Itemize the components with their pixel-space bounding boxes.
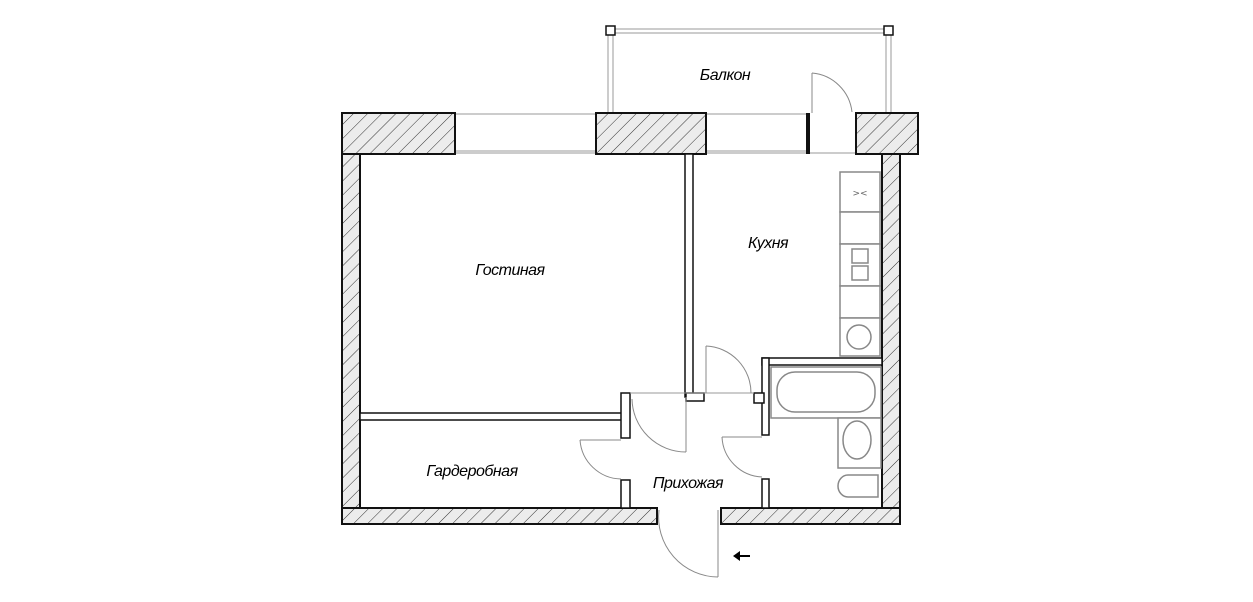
interior-doors <box>579 345 763 578</box>
balcony <box>605 25 894 113</box>
burner-icon <box>851 265 869 281</box>
exterior-walls <box>341 112 919 525</box>
counter <box>839 211 881 245</box>
burner-icon <box>851 248 869 264</box>
room-label-hallway: Прихожая <box>653 475 724 492</box>
kitchen-fixtures: >< <box>839 171 881 357</box>
balcony-corner-post <box>605 25 616 36</box>
svg-text:><: >< <box>852 189 867 199</box>
arrow-left-icon <box>733 551 750 561</box>
balcony-corner-post <box>883 25 894 36</box>
room-label-kitchen: Кухня <box>748 235 789 252</box>
room-label-balcony: Балкон <box>700 67 751 84</box>
fridge <box>839 171 881 213</box>
window <box>455 113 596 154</box>
room-label-living-room: Гостиная <box>475 262 545 279</box>
door-jamb <box>806 113 810 154</box>
room-label-wardrobe: Гардеробная <box>426 463 518 480</box>
window <box>706 113 808 154</box>
balcony-door <box>811 72 853 113</box>
interior-partitions <box>359 153 883 509</box>
counter <box>839 285 881 319</box>
toilet <box>837 474 879 498</box>
bathtub-inner <box>776 371 876 413</box>
bathroom-fixtures <box>770 366 882 498</box>
